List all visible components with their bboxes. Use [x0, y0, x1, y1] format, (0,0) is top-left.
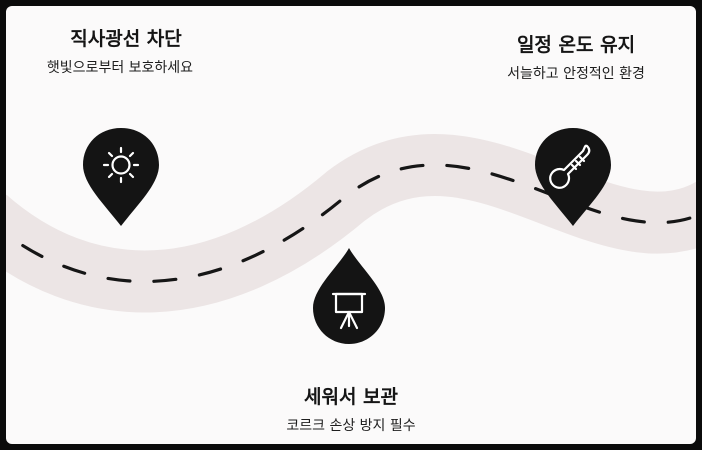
step-description-upright-storage: 코르크 손상 방지 필수 — [286, 418, 416, 434]
diagram-canvas: 직사광선 차단 햇빛으로부터 보호하세요 세워서 보관 코르크 손상 방지 필수… — [6, 6, 696, 444]
winding-road — [6, 134, 696, 313]
thermometer-icon — [549, 144, 591, 189]
step-title-upright-storage: 세워서 보관 — [303, 386, 398, 408]
step-title-sun-protection: 직사광선 차단 — [70, 28, 182, 50]
step-description-sun-protection: 햇빛으로부터 보호하세요 — [46, 60, 194, 76]
location-pin-thermometer — [535, 128, 611, 226]
step-description-constant-temperature: 서늘하고 안정적인 환경 — [507, 66, 645, 82]
location-pin-sun — [83, 128, 159, 226]
step-title-constant-temperature: 일정 온도 유지 — [516, 34, 636, 56]
sun-icon — [102, 146, 140, 184]
easel-icon — [331, 292, 367, 330]
road-band — [6, 134, 696, 313]
location-pin-easel — [313, 248, 385, 344]
